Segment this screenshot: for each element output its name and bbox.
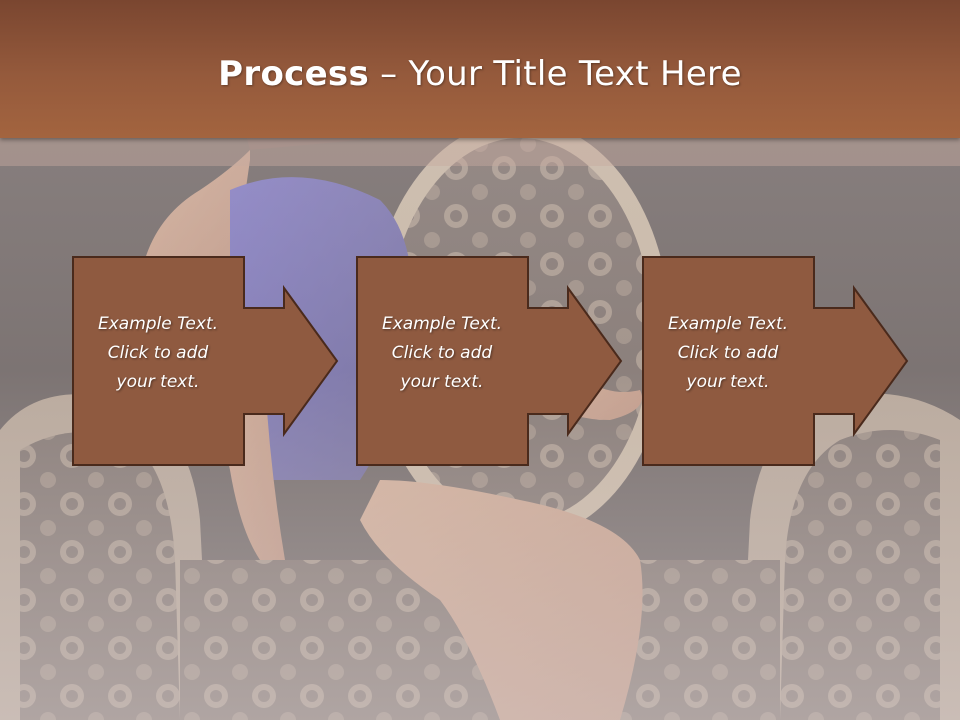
- title-rest: – Your Title Text Here: [369, 54, 742, 94]
- step-line: Click to add: [107, 343, 209, 363]
- title-bold: Process: [218, 54, 370, 94]
- step-line: Example Text.: [381, 314, 503, 334]
- slide-title[interactable]: Process – Your Title Text Here: [0, 54, 960, 94]
- step-text: Example Text. Click to add your text.: [356, 310, 528, 397]
- step-line: Example Text.: [97, 314, 219, 334]
- step-line: Click to add: [391, 343, 493, 363]
- step-line: your text.: [116, 372, 200, 392]
- step-arrow-shape: [72, 256, 339, 466]
- step-text: Example Text. Click to add your text.: [72, 310, 244, 397]
- step-text: Example Text. Click to add your text.: [642, 310, 814, 397]
- process-step-1[interactable]: Example Text. Click to add your text.: [72, 256, 340, 466]
- step-line: your text.: [400, 372, 484, 392]
- process-step-2[interactable]: Example Text. Click to add your text.: [356, 256, 624, 466]
- step-line: your text.: [686, 372, 770, 392]
- title-bar: Process – Your Title Text Here: [0, 0, 960, 138]
- header-shadow-band: [0, 138, 960, 166]
- step-line: Example Text.: [667, 314, 789, 334]
- step-line: Click to add: [677, 343, 779, 363]
- step-arrow-shape: [642, 256, 909, 466]
- step-arrow-shape: [356, 256, 623, 466]
- process-step-3[interactable]: Example Text. Click to add your text.: [642, 256, 910, 466]
